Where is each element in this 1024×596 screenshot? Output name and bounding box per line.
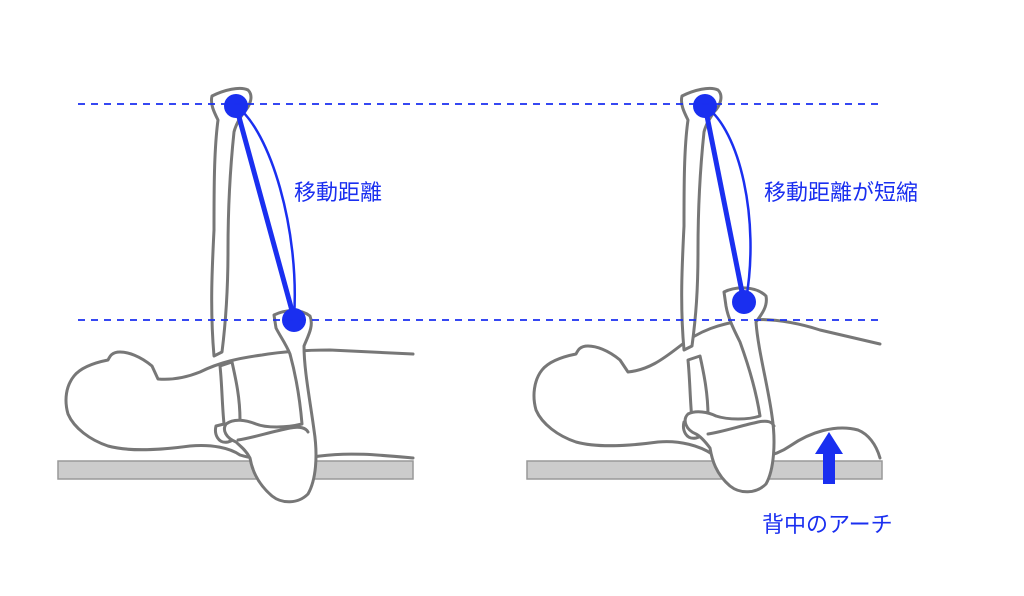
right-near-arm [683,286,776,494]
left-movement-line [233,105,297,319]
right-distance-label: 移動距離が短縮 [764,181,918,206]
left-distance-label: 移動距離 [294,181,382,206]
right-panel: 移動距離が短縮 背中のアーチ [526,86,918,538]
right-forearm-band [706,419,776,436]
left-bench [57,460,414,480]
arch-arrow-icon [815,432,843,484]
right-movement-line [702,105,747,303]
right-top-point [693,94,717,118]
right-bottom-point [732,290,756,314]
left-top-point [224,94,248,118]
left-panel: 移動距離 [57,86,415,504]
right-bench [526,460,883,480]
right-raised-arm [680,86,723,352]
left-raised-arm [210,86,253,358]
left-bottom-point [282,308,306,332]
left-forearm-band [236,425,310,442]
arch-label: 背中のアーチ [762,513,893,538]
left-near-arm [222,309,318,504]
left-movement-arc [235,104,296,319]
right-movement-arc [704,104,752,301]
